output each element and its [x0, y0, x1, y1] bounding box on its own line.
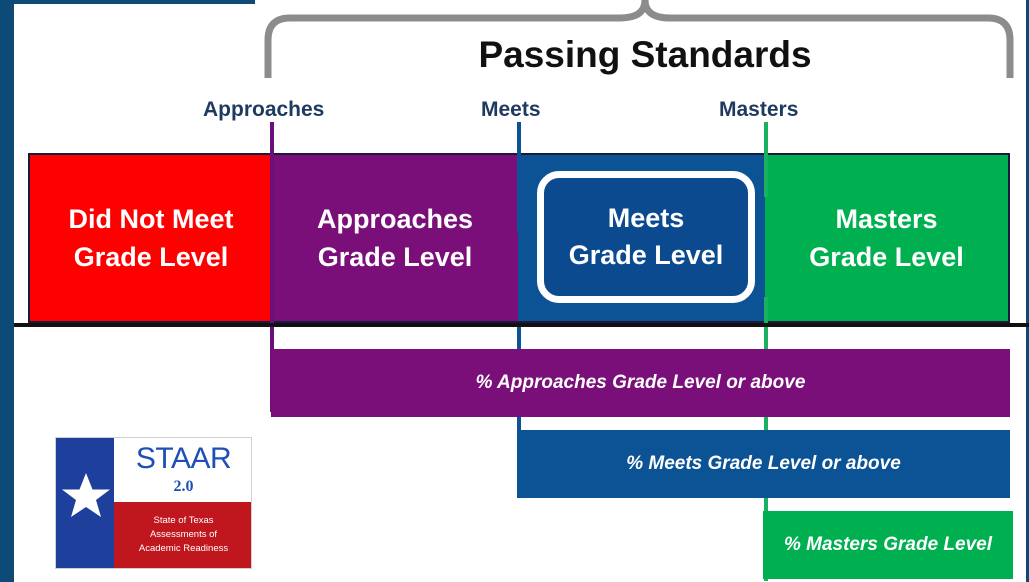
frame-top-border — [0, 0, 255, 4]
band-approaches: Approaches Grade Level — [272, 153, 518, 323]
band-masters-label: Masters Grade Level — [809, 204, 964, 272]
marker-label-approaches: Approaches — [203, 98, 325, 121]
passing-standards-brace — [264, 0, 1014, 78]
percent-bar-meets-label: % Meets Grade Level or above — [626, 453, 901, 474]
frame-right-border — [1026, 0, 1029, 582]
meets-highlight-box: Meets Grade Level — [537, 171, 755, 303]
band-meets-label: Meets Grade Level — [568, 203, 724, 270]
star-icon — [62, 473, 110, 517]
frame-left-border — [0, 0, 14, 582]
approaches-marker-line — [270, 122, 274, 412]
logo-wordmark: STAAR — [135, 442, 232, 475]
marker-label-masters: Masters — [719, 98, 799, 121]
percent-bar-masters: % Masters Grade Level — [763, 511, 1013, 579]
meets-marker-line-upper — [517, 122, 521, 232]
baseline — [14, 323, 1029, 327]
logo-version: 2.0 — [173, 478, 194, 495]
percent-bar-masters-label: % Masters Grade Level — [783, 534, 993, 555]
staar-logo: STAAR 2.0 State of Texas Assessments of … — [55, 437, 252, 569]
band-approaches-label: Approaches Grade Level — [316, 204, 474, 272]
masters-marker-line-upper — [764, 122, 768, 197]
logo-flag-white-field — [114, 438, 251, 502]
marker-label-meets: Meets — [481, 98, 541, 121]
percent-bar-approaches-label: % Approaches Grade Level or above — [475, 372, 806, 393]
percent-bar-approaches: % Approaches Grade Level or above — [271, 349, 1010, 417]
band-masters: Masters Grade Level — [765, 153, 1010, 323]
band-did-not-meet: Did Not Meet Grade Level — [28, 153, 272, 323]
diagram-title: Passing Standards — [478, 34, 812, 75]
percent-bar-meets: % Meets Grade Level or above — [517, 430, 1010, 498]
logo-tagline: State of Texas Assessments of Academic R… — [138, 515, 229, 554]
band-did-not-meet-label: Did Not Meet Grade Level — [68, 204, 234, 272]
logo-flag-red-field — [114, 502, 251, 568]
